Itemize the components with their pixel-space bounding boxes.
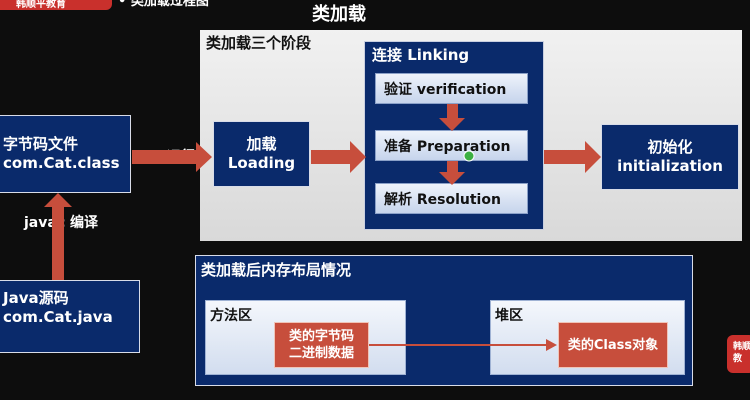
verification-step: 验证 verification [375, 73, 528, 104]
init-cn: 初始化 [647, 138, 693, 156]
bytecode-file-box: 字节码文件 com.Cat.class [0, 115, 131, 193]
init-en: initialization [617, 157, 723, 175]
arrow-to-initialization [544, 141, 601, 173]
cursor-icon [463, 150, 475, 162]
arrow-compile-up [44, 193, 72, 280]
bytecode-en: com.Cat.class [3, 154, 120, 172]
arrow-prepare-to-resolve [439, 161, 465, 185]
method-area-content: 类的字节码 二进制数据 [274, 322, 369, 368]
memory-layout-title: 类加载后内存布局情况 [201, 261, 352, 279]
source-cn: Java源码 [3, 289, 69, 307]
arrow-verify-to-prepare [439, 104, 465, 131]
arrow-method-to-heap [369, 339, 557, 351]
method-area-label: 方法区 [210, 308, 252, 324]
brand-badge: 韩顺平教育 [0, 0, 112, 10]
stage-panel-title: 类加载三个阶段 [206, 34, 312, 52]
corner-logo: 韩顺教 [727, 335, 750, 373]
bytecode-cn: 字节码文件 [3, 135, 79, 153]
loading-box: 加载 Loading [213, 121, 310, 187]
arrow-to-linking [311, 141, 366, 173]
loading-en: Loading [227, 154, 296, 172]
arrow-to-loading [132, 142, 212, 172]
source-en: com.Cat.java [3, 308, 113, 326]
heap-area-content: 类的Class对象 [558, 322, 668, 368]
page-title: 类加载 [312, 4, 366, 25]
linking-title: 连接 Linking [372, 46, 470, 64]
java-source-box: Java源码 com.Cat.java [0, 280, 140, 353]
loading-cn: 加载 [246, 135, 277, 153]
slide-subtitle: • 类加载过程图 [118, 0, 209, 9]
initialization-box: 初始化 initialization [601, 124, 739, 190]
heap-area-label: 堆区 [495, 308, 523, 324]
resolution-step: 解析 Resolution [375, 183, 528, 214]
